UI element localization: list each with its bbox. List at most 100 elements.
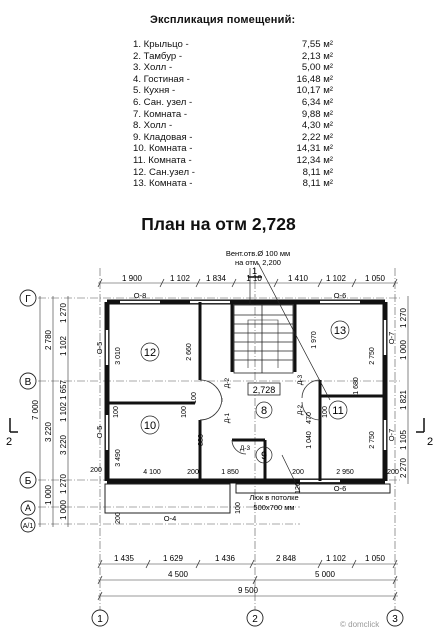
dim-left-1: 1 270 xyxy=(59,302,68,323)
room-name: 13. Комната - xyxy=(133,178,193,190)
leader-lines xyxy=(249,262,331,493)
plan-title: План на отм 2,728 xyxy=(141,214,296,234)
explication-title: Экспликация помещений: xyxy=(150,14,296,26)
dim-left-6: 1 270 xyxy=(59,473,68,494)
door-label-d2-right: Д-2 xyxy=(297,405,304,416)
window-label-o6-bottom: О-6 xyxy=(334,484,347,493)
explication-row: 1. Крыльцо -7,55 м² xyxy=(133,39,333,52)
window-label-o8: О-8 xyxy=(134,291,147,300)
window-label-o7-bottom: О-7 xyxy=(387,429,396,442)
room-area: 16,48 м² xyxy=(296,73,333,85)
wall-dim-5: 200 xyxy=(292,469,304,476)
door-label-d1: Д-1 xyxy=(224,413,231,424)
axis-number-2: 2 xyxy=(252,614,258,625)
room-number-13: 11 xyxy=(332,405,343,417)
right-dimensions: 1 270 1 000 1 821 1 105 2 270 xyxy=(399,307,408,478)
explication-row: 8. Холл - 4,30 м² xyxy=(133,120,333,133)
window-label-o5-top: О-5 xyxy=(95,342,104,355)
explication-row: 4. Гостиная -16,48 м² xyxy=(133,74,333,87)
inner-dim-1: 3 010 xyxy=(115,347,122,365)
dim-top-5: 1 410 xyxy=(288,274,309,283)
inner-dim-7: 1 850 xyxy=(221,469,239,476)
dim-bottom-6: 1 050 xyxy=(365,554,386,563)
left-dimensions: 1 270 1 102 1 657 1 102 3 220 1 270 1 00… xyxy=(31,302,68,520)
section-label-left: 2 xyxy=(6,436,12,448)
staircase xyxy=(233,304,294,374)
dim-bottom-3: 1 436 xyxy=(215,554,236,563)
room-name: 11. Комната - xyxy=(133,155,192,166)
inner-dim-10: 880 xyxy=(198,434,205,446)
dim-right-2: 1 000 xyxy=(399,339,408,360)
inner-dim-5: 2 750 xyxy=(369,431,376,449)
room-name: 7. Комната - xyxy=(133,108,188,120)
inner-dimensions: 3 010 2 660 1 970 2 750 2 750 4 100 1 85… xyxy=(115,331,376,476)
dimension-ticks xyxy=(97,278,398,601)
window-label-o5-bottom: О-5 xyxy=(95,426,104,439)
inner-dim-9: 3 490 xyxy=(115,449,122,467)
section-label-top: 1 xyxy=(252,266,257,276)
room-area: 14,31 м² xyxy=(296,143,333,155)
window-label-o4: О-4 xyxy=(164,514,177,523)
room-name: 3. Холл - xyxy=(133,62,173,74)
room-area: 8,11 м² xyxy=(302,166,333,178)
axis-letter-v: В xyxy=(25,377,32,388)
dim-left-8: 2 780 xyxy=(44,329,53,350)
room-name: 8. Холл - xyxy=(133,120,173,132)
axis-number-3: 3 xyxy=(392,614,398,625)
room-explication: Экспликация помещений: 1. Крыльцо -7,55 … xyxy=(0,0,437,200)
room-number-12: 13 xyxy=(334,325,346,337)
bottom-dimensions: 1 435 1 629 1 436 2 848 1 102 1 050 4 50… xyxy=(114,554,386,595)
level-box xyxy=(247,382,281,396)
dim-left-7: 1 000 xyxy=(59,499,68,520)
room-area: 6,34 м² xyxy=(301,97,333,108)
window-panes xyxy=(105,300,387,483)
wall-dim-7: 200 xyxy=(115,512,122,524)
dim-left-3: 1 657 xyxy=(59,379,68,400)
dim-left-2: 1 102 xyxy=(59,335,68,356)
dim-top-4: 1 10 xyxy=(246,274,262,283)
explication-row: 9. Кладовая -2,22 м² xyxy=(133,132,333,145)
dim-left-9: 3 220 xyxy=(44,421,53,442)
inner-dim-13: 1 680 xyxy=(353,377,360,395)
inner-dim-6: 4 100 xyxy=(143,469,161,476)
room-area: 2,13 м² xyxy=(301,50,333,62)
door-swings xyxy=(199,379,321,455)
wall-dim-4: 200 xyxy=(187,469,199,476)
room-area: 12,34 м² xyxy=(296,155,333,166)
explication-row: 13. Комната -8,11 м² xyxy=(133,178,333,191)
wall-dim-8: 100 xyxy=(191,392,198,404)
section-label-right: 2 xyxy=(427,436,433,448)
dim-bottom-5: 1 102 xyxy=(326,554,347,563)
wall-dim-10: 100 xyxy=(235,502,242,514)
inner-dim-12: 470 xyxy=(306,412,313,424)
porch-outline xyxy=(104,483,391,514)
door-labels: Д-2 Д-1 Д-2 Д-3 Д-3 xyxy=(224,375,304,452)
dim-bottom-total: 9 500 xyxy=(238,586,259,595)
top-dimensions: 1 900 1 102 1 834 1 10 1 410 1 102 1 050 xyxy=(122,274,386,283)
room-name: 2. Тамбур - xyxy=(133,50,183,62)
wall-dim-11: 120 xyxy=(295,482,302,494)
dim-right-1: 1 270 xyxy=(399,307,408,328)
room-area: 9,88 м² xyxy=(301,108,333,120)
explication-row: 2. Тамбур - 2,13 м² xyxy=(133,51,333,64)
room-area: 10,17 м² xyxy=(296,85,333,97)
room-name: 1. Крыльцо - xyxy=(133,39,189,50)
window-label-o6-top: О-6 xyxy=(334,291,347,300)
explication-row: 10. Комната -14,31 м² xyxy=(133,143,333,156)
dim-top-3: 1 834 xyxy=(206,274,227,283)
room-number-9: 9 xyxy=(261,450,267,462)
wall-dimensions: 200 100 100 200 200 200 200 100 100 100 … xyxy=(90,392,399,524)
inner-dim-2: 2 660 xyxy=(186,343,193,361)
watermark: © domclick xyxy=(340,620,380,629)
dim-right-5: 2 270 xyxy=(399,457,408,478)
room-area: 4,30 м² xyxy=(301,120,333,132)
room-name: 6. Сан. узел - xyxy=(133,97,193,108)
dim-top-1: 1 900 xyxy=(122,274,143,283)
window-labels: О-8 О-6 О-5 О-5 О-7 О-7 О-6 О-4 xyxy=(95,291,396,523)
axis-letter-a: А xyxy=(25,503,31,513)
axis-letter-b: Б xyxy=(25,476,32,487)
room-markers: 12 10 8 9 13 11 xyxy=(140,320,350,464)
dim-top-7: 1 050 xyxy=(365,274,386,283)
room-area: 5,00 м² xyxy=(301,62,333,74)
